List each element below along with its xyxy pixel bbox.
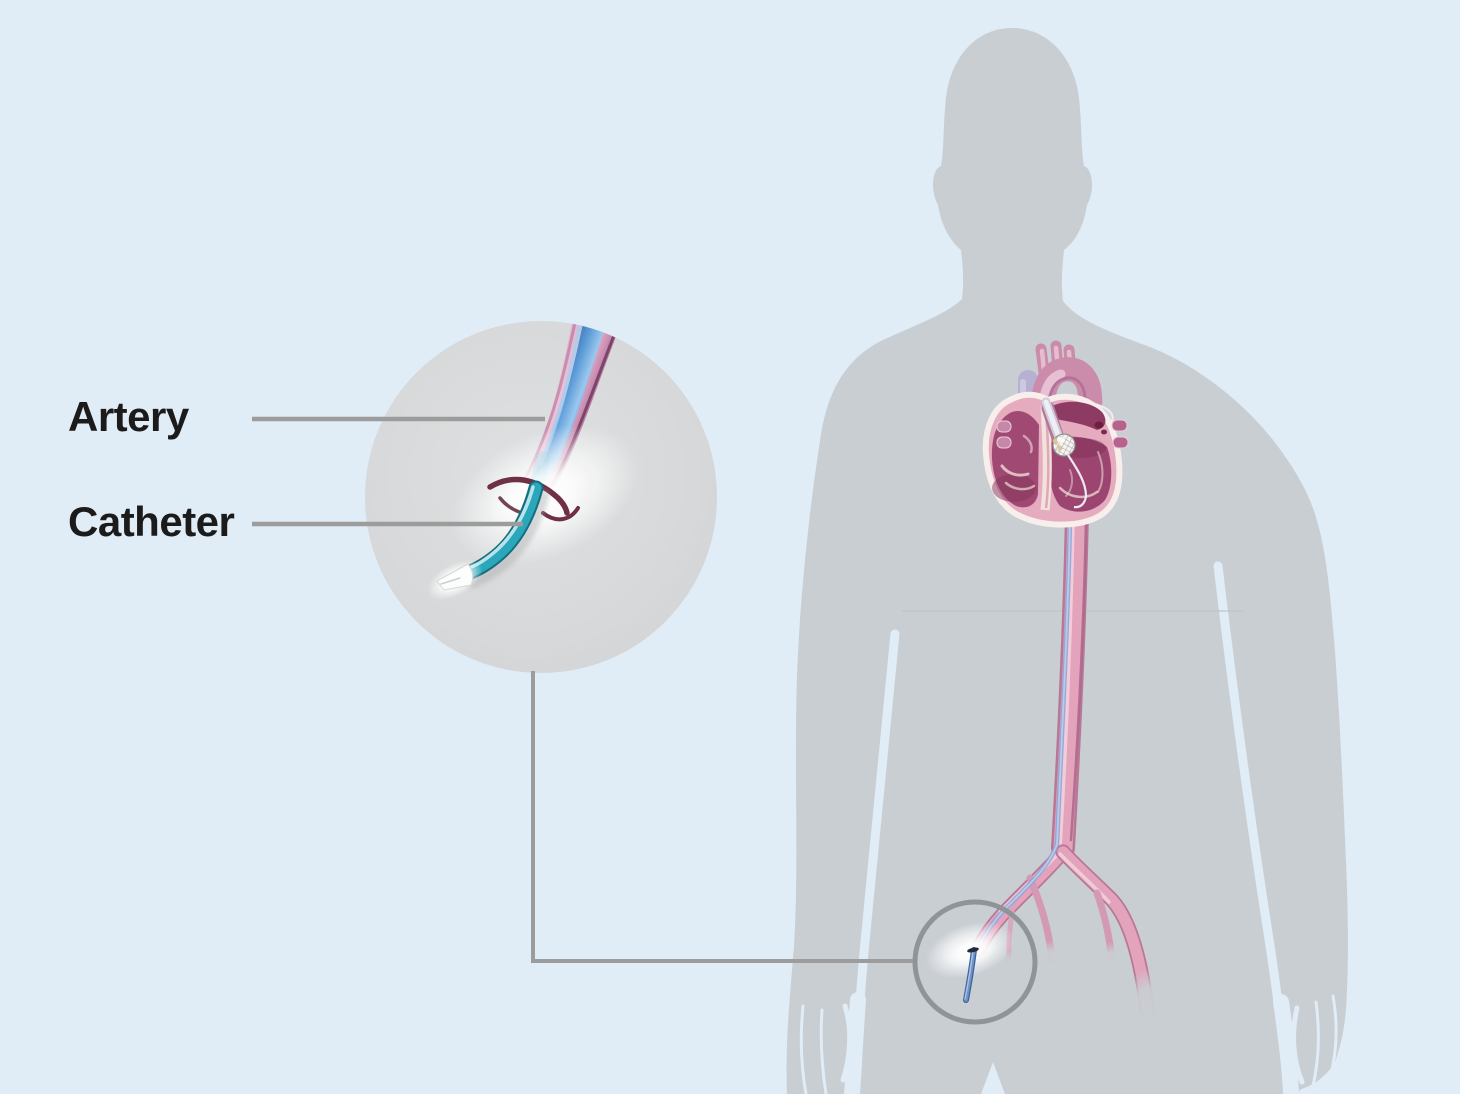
magnifier-inset — [365, 321, 717, 673]
catheter-hub — [967, 947, 979, 953]
insertion-site-ring — [912, 899, 1038, 1025]
insertion-site — [912, 899, 1038, 1025]
vessel-stubs — [996, 419, 1129, 449]
legs-notch — [981, 1062, 1005, 1094]
artery-label: Artery — [68, 393, 189, 440]
valve-stent — [1041, 397, 1088, 509]
catheter-in-aorta — [975, 517, 1073, 951]
artery-fade — [997, 940, 1171, 1056]
silhouette-gaps — [799, 561, 1351, 1094]
guidewire — [1067, 454, 1088, 509]
heart-illustration — [982, 340, 1129, 528]
insertion-catheter — [963, 947, 977, 1003]
inset-connector-line — [531, 671, 913, 963]
inset-catheter-tip — [427, 480, 549, 600]
descending-aorta — [1051, 500, 1089, 860]
catheter-label: Catheter — [68, 498, 235, 545]
